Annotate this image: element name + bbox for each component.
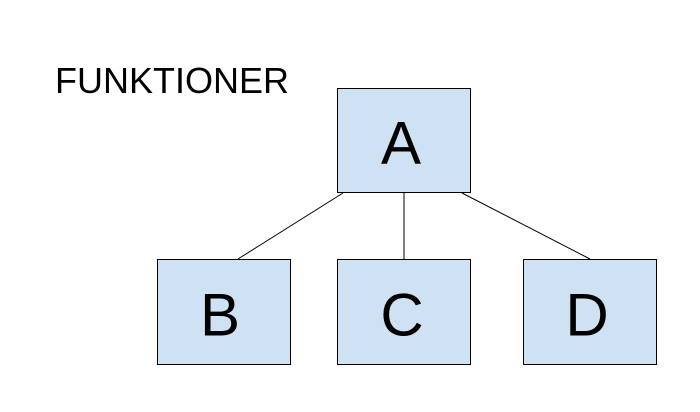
node-b-label: B xyxy=(200,282,240,349)
diagram-title: FUNKTIONER xyxy=(55,60,289,101)
node-d-box xyxy=(523,259,657,365)
node-a-label: A xyxy=(381,110,421,177)
node-c-box xyxy=(337,259,471,365)
connector-a-d xyxy=(461,192,591,260)
connector-a-b xyxy=(237,192,344,260)
node-b-box xyxy=(157,259,291,365)
node-a: A xyxy=(337,88,471,193)
node-b: B xyxy=(157,259,291,365)
node-c: C xyxy=(337,259,471,365)
node-d: D xyxy=(523,259,657,365)
node-c-label: C xyxy=(380,282,423,349)
node-d-label: D xyxy=(565,282,608,349)
node-a-box xyxy=(337,88,471,193)
